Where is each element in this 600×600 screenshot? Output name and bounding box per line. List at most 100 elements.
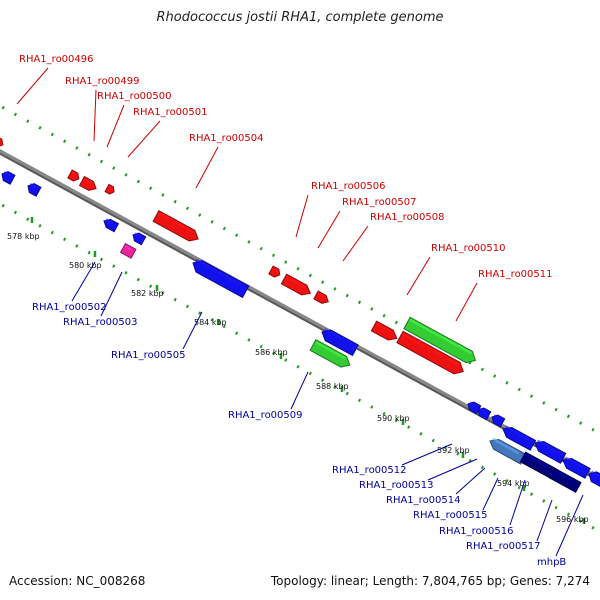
gene-highlight-8: [375, 322, 393, 334]
gene-highlight-15: [324, 328, 352, 345]
gene-label-bottom-9[interactable]: RHA1_ro00517: [466, 541, 541, 552]
gene-arrow-6[interactable]: [280, 273, 313, 298]
gene-label-bottom-3[interactable]: RHA1_ro00509: [228, 410, 303, 421]
gene-arrow-23[interactable]: [403, 316, 479, 366]
gene-arrow-2[interactable]: [78, 175, 99, 193]
gene-highlight-23: [409, 318, 472, 355]
leader-line-bottom-1: [100, 271, 123, 317]
gene-arrow-5[interactable]: [268, 265, 282, 279]
gene-highlight-14: [195, 258, 243, 286]
leader-line-bottom-9: [536, 499, 553, 542]
gene-highlight-1: [71, 171, 78, 177]
gene-label-bottom-1[interactable]: RHA1_ro00503: [63, 317, 138, 328]
gene-arrow-14[interactable]: [190, 257, 250, 299]
gene-arrow-21[interactable]: [560, 455, 591, 479]
gene-highlight-6: [285, 275, 307, 289]
gene-label-top-2[interactable]: RHA1_ro00500: [97, 91, 172, 102]
ruler-label-4: 586 kbp: [255, 348, 288, 357]
gene-arrow-4[interactable]: [152, 210, 201, 245]
gene-label-top-3[interactable]: RHA1_ro00501: [133, 107, 208, 118]
leader-line-top-1: [93, 89, 97, 142]
leader-line-top-2: [106, 104, 125, 148]
gene-arrow-16[interactable]: [466, 400, 482, 415]
gene-highlight-5: [272, 267, 279, 273]
gene-arrow-25[interactable]: [119, 242, 137, 259]
gene-highlight-25: [124, 244, 132, 251]
gene-arrow-24[interactable]: [309, 339, 353, 371]
lower-dotted-guide: [0, 202, 600, 534]
gene-arrow-20[interactable]: [532, 438, 567, 464]
leader-line-bottom-3: [290, 371, 309, 410]
gene-arrow-1[interactable]: [67, 169, 81, 183]
gene-arrow-15[interactable]: [319, 327, 359, 357]
gene-label-top-7[interactable]: RHA1_ro00508: [370, 212, 445, 223]
gene-arrow-19[interactable]: [500, 424, 537, 451]
gene-label-top-9[interactable]: RHA1_ro00511: [478, 269, 553, 280]
gene-highlight-22: [590, 470, 600, 478]
leader-line-top-3: [127, 120, 161, 158]
leader-line-top-7: [342, 225, 369, 262]
accession-label: Accession: NC_008268: [9, 574, 146, 588]
gene-label-bottom-2[interactable]: RHA1_ro00505: [111, 350, 186, 361]
gene-highlight-16: [469, 401, 477, 407]
ruler-label-0: 578 kbp: [7, 232, 40, 241]
gene-arrow-9[interactable]: [396, 330, 466, 377]
gene-arrow-18[interactable]: [490, 413, 506, 428]
gene-highlight-19: [504, 425, 529, 441]
upper-dotted-guide: [0, 104, 600, 436]
gene-label-bottom-6[interactable]: RHA1_ro00514: [386, 495, 461, 506]
gene-arrow-11[interactable]: [26, 182, 42, 197]
gene-arrow-17[interactable]: [476, 406, 492, 421]
gene-highlight-2: [83, 177, 94, 185]
gene-arrow-26[interactable]: [487, 436, 527, 465]
gene-arrow-7[interactable]: [313, 290, 331, 306]
gene-arrow-12[interactable]: [102, 217, 120, 233]
gene-label-top-0[interactable]: RHA1_ro00496: [19, 54, 94, 65]
gene-arrow-13[interactable]: [131, 231, 147, 246]
leader-line-bottom-4: [401, 443, 453, 466]
gene-highlight-20: [536, 439, 560, 454]
gene-label-top-4[interactable]: RHA1_ro00504: [189, 133, 264, 144]
gene-highlight-7: [317, 292, 326, 299]
ruler-label-5: 588 kbp: [316, 382, 349, 391]
leader-line-top-4: [195, 146, 219, 189]
gene-label-top-1[interactable]: RHA1_ro00499: [65, 76, 140, 87]
gene-label-bottom-10[interactable]: mhpB: [537, 557, 566, 568]
gene-label-bottom-5[interactable]: RHA1_ro00513: [359, 480, 434, 491]
gene-arrow-10[interactable]: [0, 170, 16, 185]
ruler-label-3: 584 kbp: [194, 318, 227, 327]
gene-highlight-9: [402, 332, 460, 366]
leader-line-bottom-7: [482, 477, 499, 511]
gene-arrow-28[interactable]: [548, 467, 582, 493]
gene-label-bottom-4[interactable]: RHA1_ro00512: [332, 465, 407, 476]
ruler-label-2: 582 kbp: [131, 289, 164, 298]
gene-label-top-5[interactable]: RHA1_ro00506: [311, 181, 386, 192]
leader-line-top-6: [317, 210, 341, 249]
gene-highlight-10: [3, 170, 11, 177]
gene-arrow-0[interactable]: [0, 135, 5, 149]
leader-line-bottom-8: [509, 479, 526, 526]
genome-stats-label: Topology: linear; Length: 7,804,765 bp; …: [270, 574, 590, 588]
gene-highlight-21: [564, 456, 584, 469]
gene-label-bottom-0[interactable]: RHA1_ro00502: [32, 302, 107, 313]
gene-highlight-3: [108, 185, 114, 191]
ruler-label-1: 580 kbp: [69, 261, 102, 270]
gene-highlight-13: [134, 232, 142, 238]
gene-arrow-8[interactable]: [370, 320, 399, 343]
gene-label-top-6[interactable]: RHA1_ro00507: [342, 197, 417, 208]
leader-line-bottom-5: [427, 458, 478, 481]
gene-highlight-18: [493, 414, 501, 420]
leader-line-bottom-0: [71, 261, 96, 302]
gene-highlight-24: [315, 341, 347, 360]
gene-label-bottom-8[interactable]: RHA1_ro00516: [439, 526, 514, 537]
gene-label-bottom-7[interactable]: RHA1_ro00515: [413, 510, 488, 521]
gene-arrow-22[interactable]: [586, 469, 600, 488]
leader-line-top-0: [16, 67, 49, 105]
leader-line-top-8: [406, 256, 431, 296]
gene-highlight-26: [491, 437, 520, 455]
gene-label-top-8[interactable]: RHA1_ro00510: [431, 243, 506, 254]
gene-highlight-4: [158, 212, 195, 234]
gene-arrow-3[interactable]: [104, 183, 116, 195]
leader-line-top-9: [455, 282, 478, 322]
